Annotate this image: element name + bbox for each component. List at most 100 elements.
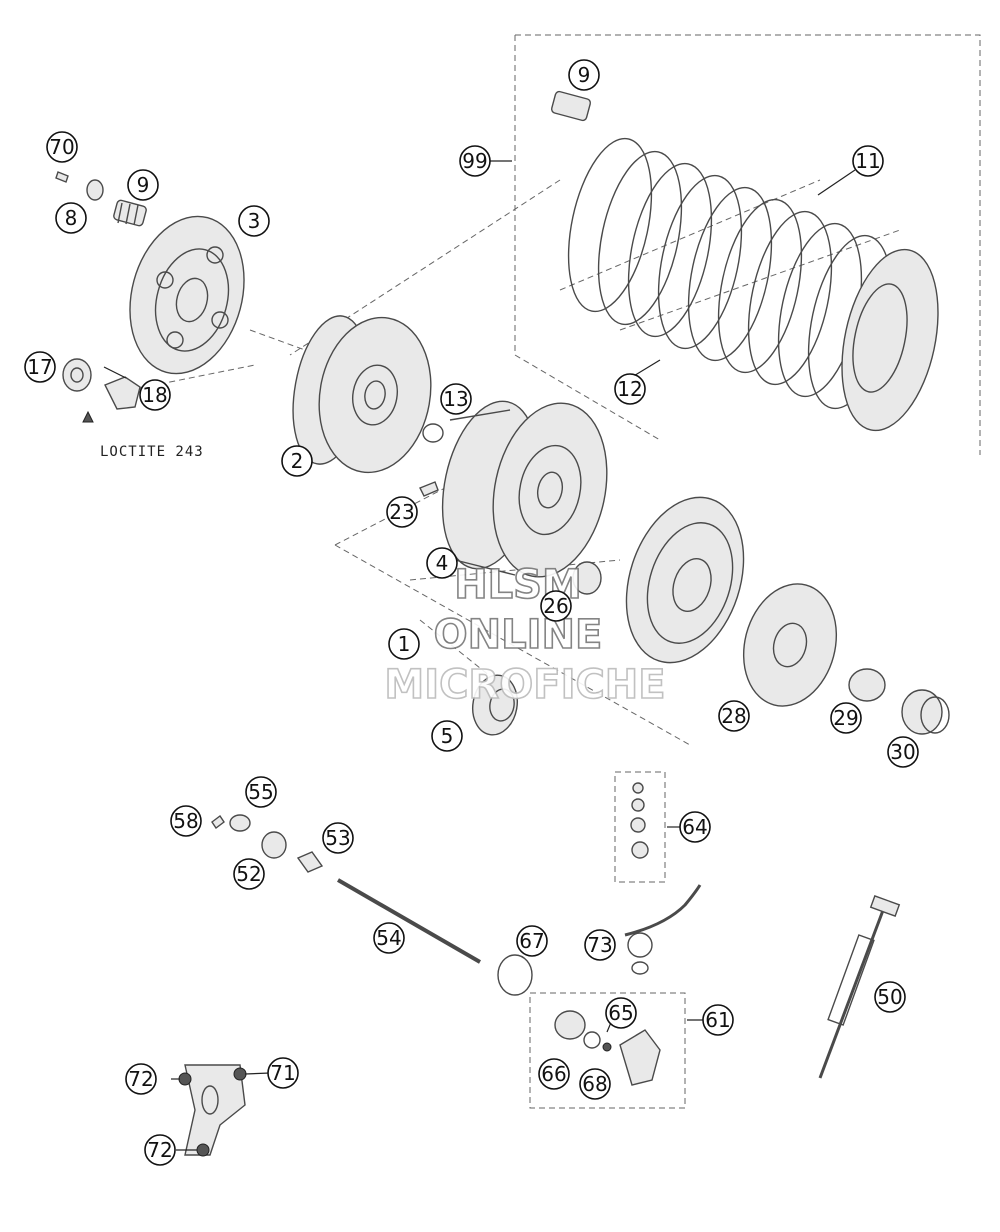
watermark-line2: ONLINE	[434, 612, 603, 658]
svg-text:9: 9	[578, 63, 591, 87]
svg-text:72: 72	[147, 1138, 172, 1162]
callout-29: 29	[830, 702, 862, 734]
svg-text:72: 72	[128, 1067, 153, 1091]
hose-73	[624, 884, 702, 975]
svg-text:71: 71	[270, 1061, 295, 1085]
o-ring-67	[497, 954, 533, 996]
svg-text:3: 3	[248, 209, 261, 233]
callout-58: 58	[170, 805, 202, 837]
clutch-spring-right	[550, 90, 592, 122]
callout-1: 1	[388, 628, 420, 660]
svg-text:99: 99	[462, 149, 487, 173]
callout-17: 17	[24, 351, 56, 383]
callout-61: 61	[702, 1004, 734, 1036]
svg-text:8: 8	[65, 206, 78, 230]
watermark-line3: MICROFICHE	[384, 662, 665, 708]
callout-5: 5	[431, 720, 463, 752]
washer-55	[229, 814, 251, 832]
pressure-piece-53	[296, 851, 324, 873]
loctite-drop-icon	[82, 410, 94, 423]
svg-text:30: 30	[890, 740, 915, 764]
nut-17	[62, 358, 92, 392]
callout-2: 2	[281, 445, 313, 477]
callout-50: 50	[874, 981, 906, 1013]
clip-58	[211, 814, 225, 830]
callout-4: 4	[426, 547, 458, 579]
slave-cylinder-61	[554, 1010, 661, 1086]
bleeder-syringe-50	[818, 895, 901, 1079]
damper-plate	[742, 583, 838, 707]
svg-text:65: 65	[608, 1001, 633, 1025]
kit-64-frame	[614, 771, 666, 883]
pin-23	[419, 481, 439, 497]
callout-52: 52	[233, 858, 265, 890]
callout-54: 54	[373, 922, 405, 954]
callout-28: 28	[718, 700, 750, 732]
callout-26: 26	[540, 590, 572, 622]
callout-13: 13	[440, 383, 472, 415]
callout-70: 70	[46, 131, 78, 163]
washer-13	[422, 423, 444, 443]
kit-61-frame	[529, 992, 686, 1109]
callout-68: 68	[579, 1068, 611, 1100]
callout-55: 55	[245, 776, 277, 808]
svg-text:70: 70	[49, 135, 74, 159]
svg-text:4: 4	[436, 551, 449, 575]
callout-71: 71	[267, 1057, 299, 1089]
svg-text:67: 67	[519, 929, 544, 953]
clutch-spring-left	[113, 199, 147, 227]
callout-18: 18	[139, 379, 171, 411]
callout-66: 66	[538, 1058, 570, 1090]
svg-text:54: 54	[376, 926, 401, 950]
svg-text:23: 23	[389, 500, 414, 524]
clutch-kit-frame-bottom	[514, 354, 661, 441]
clutch-kit-frame	[515, 34, 981, 455]
pressure-plate	[129, 215, 245, 375]
seal-kit-64	[630, 782, 649, 859]
bushing-30	[901, 689, 950, 735]
callout-72-bottom: 72	[144, 1134, 176, 1166]
svg-text:17: 17	[27, 355, 52, 379]
svg-text:28: 28	[721, 704, 746, 728]
callout-11: 11	[852, 145, 884, 177]
svg-text:61: 61	[705, 1008, 730, 1032]
svg-text:13: 13	[443, 387, 468, 411]
clutch-hub	[292, 315, 432, 474]
svg-text:9: 9	[137, 173, 150, 197]
bearing-29	[848, 668, 886, 702]
callout-9-right: 9	[568, 59, 600, 91]
svg-text:73: 73	[587, 933, 612, 957]
callout-64: 64	[679, 811, 711, 843]
push-rod-54	[336, 878, 482, 964]
screw-70	[55, 171, 69, 183]
primary-gear	[625, 496, 745, 664]
svg-text:5: 5	[441, 724, 454, 748]
callout-53: 53	[322, 822, 354, 854]
callout-3: 3	[238, 205, 270, 237]
svg-text:11: 11	[855, 149, 880, 173]
svg-text:50: 50	[877, 985, 902, 1009]
needle-bearing-26	[572, 561, 602, 595]
callout-8: 8	[55, 202, 87, 234]
callout-23: 23	[386, 496, 418, 528]
loctite-note: LOCTITE 243	[100, 444, 204, 460]
svg-text:12: 12	[617, 377, 642, 401]
svg-text:29: 29	[833, 706, 858, 730]
clutch-basket	[441, 400, 608, 578]
svg-text:26: 26	[543, 594, 568, 618]
watermark: HLSM ONLINE MICROFICHE	[384, 561, 667, 709]
svg-text:64: 64	[682, 815, 707, 839]
svg-text:58: 58	[173, 809, 198, 833]
svg-text:55: 55	[248, 780, 273, 804]
callout-12: 12	[614, 373, 646, 405]
svg-text:53: 53	[325, 826, 350, 850]
callout-9-left: 9	[127, 169, 159, 201]
svg-text:52: 52	[236, 862, 261, 886]
bracket-71-72	[178, 1064, 247, 1157]
svg-text:1: 1	[398, 632, 411, 656]
callout-73: 73	[584, 929, 616, 961]
callout-99: 99	[459, 145, 491, 177]
svg-text:68: 68	[582, 1072, 607, 1096]
callout-65: 65	[605, 997, 637, 1029]
